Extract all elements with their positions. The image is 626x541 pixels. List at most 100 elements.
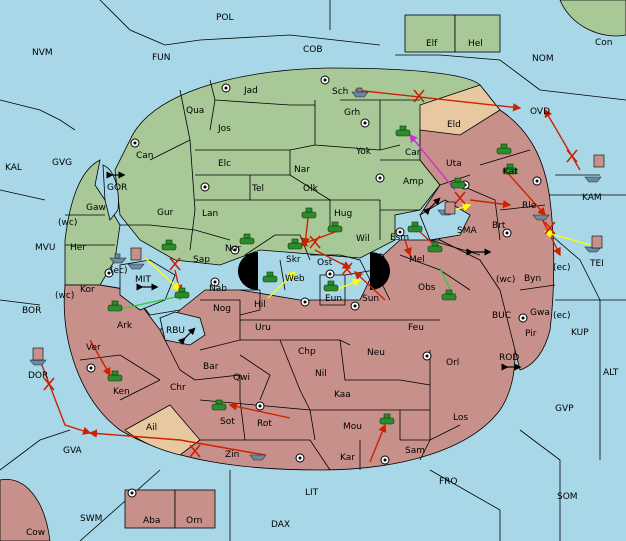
label-Orn: Orn <box>186 516 202 526</box>
label-Neu: Neu <box>367 348 385 358</box>
label-Uta: Uta <box>446 159 462 169</box>
label-Feu: Feu <box>408 323 424 333</box>
label-Zin: Zin <box>225 450 239 460</box>
label-KUP: KUP <box>571 328 589 338</box>
black-blocker-west <box>238 252 258 290</box>
orders-magenta <box>409 133 456 191</box>
label-Byn: Byn <box>524 274 541 284</box>
label-Kat: Kat <box>503 167 518 177</box>
label-TEI: TEI <box>589 259 604 269</box>
label-Uru: Uru <box>255 323 271 333</box>
territory-Orn[interactable] <box>174 489 216 529</box>
label-wc1: (wc) <box>58 218 77 228</box>
territory-Eld[interactable] <box>419 84 501 136</box>
label-KAM: KAM <box>582 193 602 203</box>
label-Rle: Rle <box>522 201 537 211</box>
label-Gwa: Gwa <box>530 308 550 318</box>
territory-north-region[interactable] <box>114 67 501 266</box>
label-Con: Con <box>595 38 613 48</box>
label-Chp: Chp <box>298 347 316 357</box>
label-Tel: Tel <box>251 184 264 194</box>
label-Skr: Skr <box>286 255 301 265</box>
label-GVA: GVA <box>63 446 83 456</box>
label-Sch: Sch <box>332 87 348 97</box>
label-GVP: GVP <box>555 404 574 414</box>
label-Kaa: Kaa <box>334 390 351 400</box>
label-Orl: Orl <box>446 358 459 368</box>
label-Kor: Kor <box>80 285 95 295</box>
label-Her: Her <box>70 243 86 253</box>
cut-marks <box>43 89 578 458</box>
label-Hel: Hel <box>468 39 483 49</box>
label-Sap: Sap <box>193 255 210 265</box>
label-GVG: GVG <box>52 158 72 168</box>
label-Eun: Eun <box>325 294 342 304</box>
label-Jos: Jos <box>217 124 231 134</box>
label-BOR: BOR <box>22 306 41 316</box>
label-Can: Can <box>136 151 154 161</box>
territory-labels: POL NVM FUN COB NOM Con Elf Hel Jad Sch … <box>5 13 619 538</box>
label-LIT: LIT <box>305 488 319 498</box>
label-Nar: Nar <box>294 165 310 175</box>
label-MIT: MIT <box>135 275 151 285</box>
label-Ark: Ark <box>117 321 133 331</box>
label-Ail: Ail <box>146 423 157 433</box>
label-Ost: Ost <box>317 258 333 268</box>
territory-west-peninsula[interactable] <box>64 159 121 286</box>
label-Jad: Jad <box>243 86 258 96</box>
label-Sot: Sot <box>220 417 235 427</box>
label-Car: Car <box>405 148 421 158</box>
label-BUC: BUC <box>492 311 511 321</box>
label-ALT: ALT <box>603 368 619 378</box>
label-Chr: Chr <box>170 383 186 393</box>
label-ec1: (ec) <box>110 266 128 276</box>
label-ec2: (ec) <box>553 263 571 273</box>
lake-GOR[interactable] <box>102 164 119 221</box>
label-wc3: (wc) <box>55 291 74 301</box>
label-ec3: (ec) <box>553 311 571 321</box>
label-DAX: DAX <box>271 520 290 530</box>
territory-Hel[interactable] <box>454 14 501 53</box>
label-ROD: ROD <box>499 353 519 363</box>
label-Ver: Ver <box>86 343 101 353</box>
label-Pir: Pir <box>525 329 537 339</box>
territory-Elf[interactable] <box>404 14 456 53</box>
label-FRO: FRO <box>439 477 458 487</box>
label-Nab: Nab <box>209 284 227 294</box>
label-Qua: Qua <box>186 106 204 116</box>
label-Nil: Nil <box>315 369 327 379</box>
fleet-flags <box>32 154 605 361</box>
label-Nor: Nor <box>225 244 241 254</box>
province-borders <box>65 79 556 471</box>
black-blocker-east <box>370 252 390 290</box>
label-NOM: NOM <box>532 54 554 64</box>
label-Sam: Sam <box>405 446 425 456</box>
label-Qwi: Qwi <box>233 373 250 383</box>
label-FUN: FUN <box>152 53 171 63</box>
label-Aba: Aba <box>143 516 160 526</box>
label-Obs: Obs <box>418 283 436 293</box>
label-Nog: Nog <box>213 304 231 314</box>
label-SWM: SWM <box>80 514 102 524</box>
label-Esm: Esm <box>390 233 409 243</box>
label-Cow: Cow <box>26 528 45 538</box>
label-Yok: Yok <box>355 147 372 157</box>
label-KAL: KAL <box>5 163 22 173</box>
label-Wil: Wil <box>356 234 370 244</box>
label-Rot: Rot <box>257 419 272 429</box>
label-COB: COB <box>303 45 323 55</box>
label-Elc: Elc <box>218 159 231 169</box>
passage-arrows <box>106 171 522 371</box>
army-units <box>107 125 518 425</box>
label-Kar: Kar <box>340 453 355 463</box>
label-Lan: Lan <box>202 209 218 219</box>
label-Olk: Olk <box>303 184 319 194</box>
label-MVU: MVU <box>35 243 56 253</box>
label-Mou: Mou <box>343 422 362 432</box>
label-Eld: Eld <box>447 120 461 130</box>
label-RBU: RBU <box>166 326 185 336</box>
label-Brt: Brt <box>492 221 506 231</box>
label-Los: Los <box>453 413 468 423</box>
